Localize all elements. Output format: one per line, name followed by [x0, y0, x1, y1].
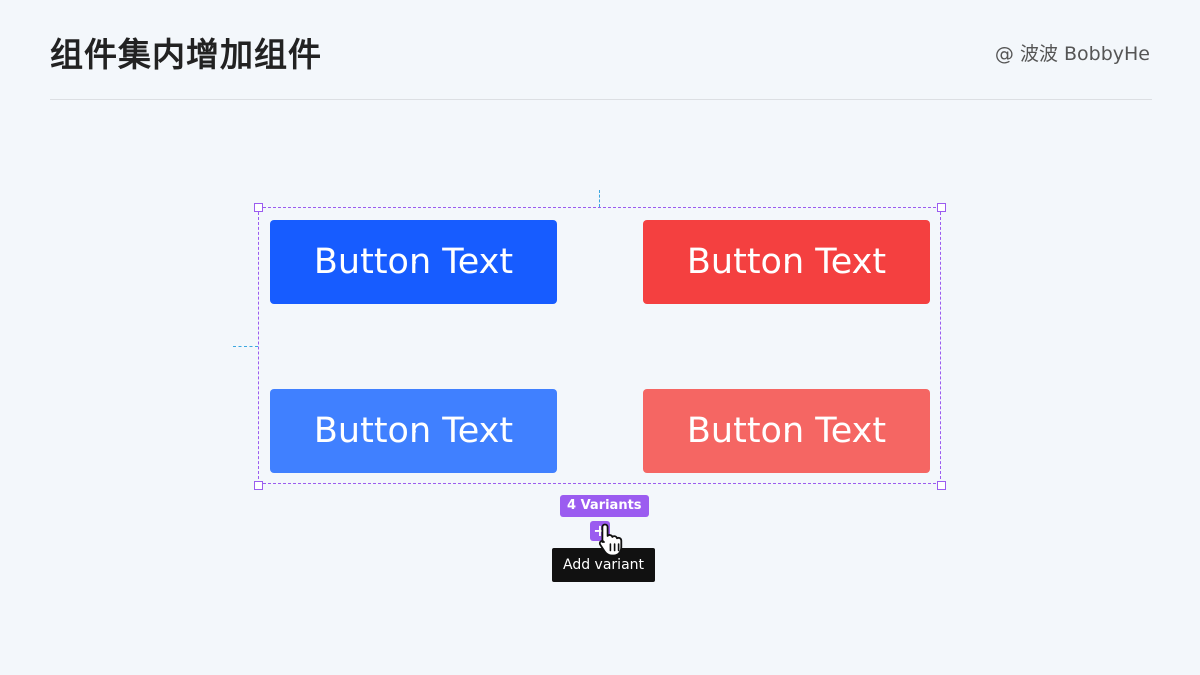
resize-handle-top-left[interactable]: [254, 203, 263, 212]
resize-handle-top-right[interactable]: [937, 203, 946, 212]
header-divider: [50, 99, 1152, 100]
variant-button-primary-light[interactable]: Button Text: [270, 389, 557, 473]
variant-count-badge: 4 Variants: [560, 495, 649, 517]
page-title: 组件集内增加组件: [50, 35, 322, 74]
center-point: [412, 261, 416, 264]
spacing-guide-horizontal: [233, 346, 258, 347]
variant-button-danger-light[interactable]: Button Text: [643, 389, 930, 473]
author-credit: @ 波波 BobbyHe: [994, 43, 1150, 65]
resize-handle-bottom-right[interactable]: [937, 481, 946, 490]
component-set-frame[interactable]: [258, 207, 941, 484]
center-point: [785, 430, 789, 433]
center-point: [412, 430, 416, 433]
variant-button-primary[interactable]: Button Text: [270, 220, 557, 304]
spacing-guide-vertical: [599, 190, 600, 207]
add-variant-tooltip: Add variant: [552, 548, 656, 582]
resize-handle-bottom-left[interactable]: [254, 481, 263, 490]
variant-button-danger[interactable]: Button Text: [643, 220, 930, 304]
hand-pointer-icon: [598, 523, 623, 557]
center-point: [785, 261, 789, 264]
